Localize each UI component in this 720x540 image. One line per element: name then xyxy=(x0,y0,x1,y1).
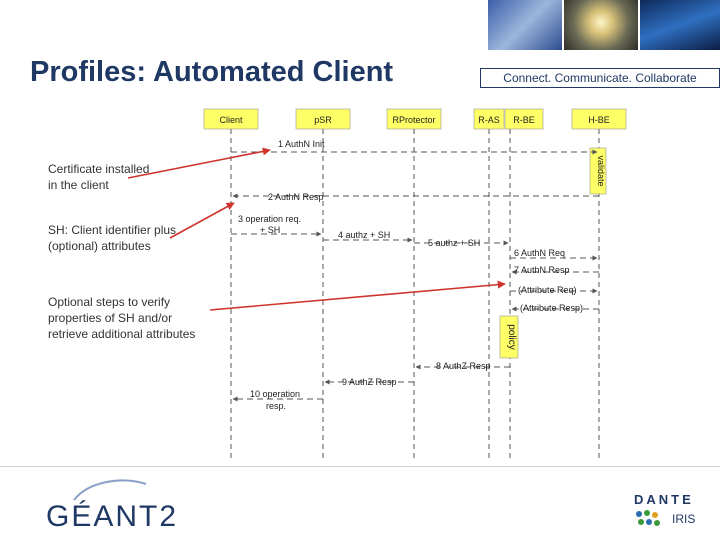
msg-10: 10 operation xyxy=(250,389,300,399)
iris-logo: IRIS xyxy=(672,512,696,526)
lane-psr: pSR xyxy=(295,108,351,130)
msg-5: 5 authz + SH xyxy=(428,238,480,248)
lane-label-rbe: R-BE xyxy=(513,115,535,125)
lane-label-ras: R-AS xyxy=(478,115,500,125)
lane-client: Client xyxy=(203,108,259,130)
msg-9: 9 AuthZ Resp xyxy=(342,377,397,387)
note-sh-line1: SH: Client identifier plus xyxy=(48,223,177,237)
header-photo-eu-flag xyxy=(488,0,562,50)
validate-box: validate xyxy=(589,147,607,195)
msg-2: 2 AuthN Resp xyxy=(268,192,324,202)
annotation-arrows xyxy=(127,147,506,311)
msg-attr-req: (Attribute Req) xyxy=(518,285,577,295)
message-labels: 1 AuthN Init 2 AuthN Resp 3 operation re… xyxy=(238,139,583,411)
geant-logo: GÉANT2 xyxy=(46,500,179,533)
header-photo-circuit xyxy=(640,0,720,50)
policy-box: policy xyxy=(499,315,519,359)
dante-logo: DANTE xyxy=(634,492,694,507)
lane-label-psr: pSR xyxy=(314,115,332,125)
note-certificate: Certificate installed in the client xyxy=(48,161,149,193)
lane-label-rprotector: RProtector xyxy=(392,115,435,125)
lane-rbe: R-BE xyxy=(504,108,544,130)
page-title: Profiles: Automated Client xyxy=(30,56,394,88)
note-sh-line2: (optional) attributes xyxy=(48,239,151,253)
annotation-arrow-cert xyxy=(127,147,271,179)
msg-4: 4 authz + SH xyxy=(338,230,390,240)
msg-6: 6 AuthN Req xyxy=(514,248,565,258)
msg-attr-resp: (Attribute Resp) xyxy=(520,303,583,313)
msg-10b: resp. xyxy=(266,401,286,411)
msg-1: 1 AuthN Init xyxy=(278,139,325,149)
svg-text:policy: policy xyxy=(506,324,517,350)
iris-dots-icon xyxy=(636,510,660,526)
msg-3: 3 operation req. xyxy=(238,214,301,224)
lane-ras: R-AS xyxy=(473,108,505,130)
lane-rprotector: RProtector xyxy=(386,108,442,130)
footer-divider xyxy=(0,466,720,467)
msg-8: 8 AuthZ Resp xyxy=(436,361,491,371)
note-certificate-line1: Certificate installed xyxy=(48,162,150,176)
annotation-arrow-optional xyxy=(209,280,506,311)
msg-3b: + SH xyxy=(260,225,280,235)
lane-label-hbe: H-BE xyxy=(588,115,610,125)
note-optional-line1: Optional steps to verify xyxy=(48,295,171,309)
message-arrows xyxy=(231,149,599,402)
note-optional: Optional steps to verify properties of S… xyxy=(48,294,195,342)
geant-swoosh-icon xyxy=(73,479,147,501)
msg-7: 7 AuthN Resp xyxy=(514,265,570,275)
note-optional-line2: properties of SH and/or xyxy=(48,311,173,325)
annotation-arrow-sh xyxy=(169,202,235,239)
lane-hbe: H-BE xyxy=(571,108,627,130)
note-optional-line3: retrieve additional attributes xyxy=(48,327,196,341)
note-sh: SH: Client identifier plus (optional) at… xyxy=(48,222,176,254)
header-photo-light xyxy=(564,0,638,50)
note-certificate-line2: in the client xyxy=(48,178,109,192)
svg-text:validate: validate xyxy=(596,155,606,186)
lane-label-client: Client xyxy=(219,115,243,125)
